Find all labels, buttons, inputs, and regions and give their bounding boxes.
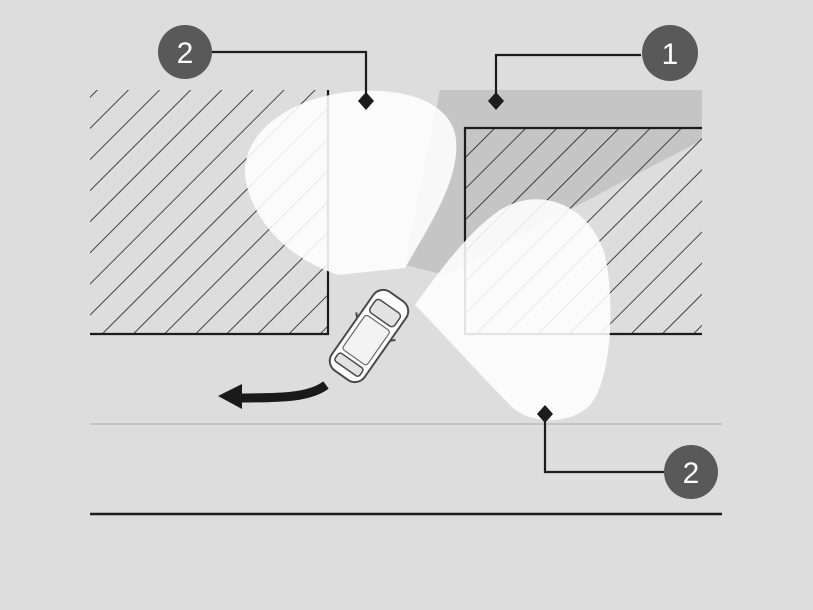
exit-arrow-icon bbox=[218, 381, 329, 409]
leader-line-2-bottom bbox=[543, 415, 664, 474]
callout-1-label: 1 bbox=[662, 38, 679, 71]
car-icon bbox=[328, 288, 410, 384]
callout-2-top: 2 bbox=[158, 25, 212, 79]
marker-diamond-2-bottom bbox=[537, 405, 553, 423]
right-sensor-zone bbox=[415, 199, 611, 420]
marker-diamond-1 bbox=[488, 92, 504, 110]
leader-line-2-top bbox=[212, 50, 368, 100]
leader-line-1 bbox=[494, 53, 641, 100]
callout-2-bottom-label: 2 bbox=[683, 457, 700, 490]
callout-1: 1 bbox=[642, 25, 698, 81]
left-sensor-zone bbox=[244, 90, 457, 275]
marker-diamond-2-top bbox=[358, 92, 374, 110]
callout-2-bottom: 2 bbox=[664, 445, 718, 499]
callout-2-top-label: 2 bbox=[177, 37, 194, 70]
